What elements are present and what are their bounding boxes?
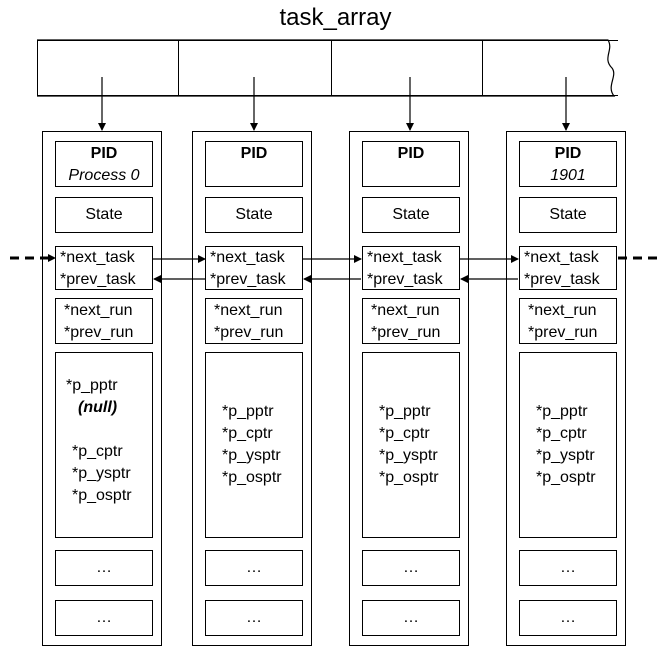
family-pointer: *p_ysptr [379,447,438,464]
ellipsis-box: … [519,550,617,586]
ellipsis-box: … [55,550,153,586]
ellipsis-box: … [362,550,460,586]
family-pointers-box: *p_pptr *p_cptr *p_ysptr *p_osptr [362,352,460,538]
pid-label: PID [240,145,268,162]
ellipsis-label: … [246,559,262,576]
family-pointer: *p_pptr [66,377,118,394]
family-pointer: *p_pptr [536,403,588,420]
ellipsis-label: … [246,609,262,626]
family-pointer: *p_osptr [72,487,132,504]
run-link-box: *next_run *prev_run [55,298,153,344]
run-link-box: *next_run *prev_run [205,298,303,344]
next-task-label: *next_task [524,249,599,266]
prev-task-label: *prev_task [60,271,136,288]
state-box: State [205,197,303,233]
family-pointer: *p_ysptr [536,447,595,464]
ellipsis-label: … [403,559,419,576]
state-label: State [85,206,123,223]
family-pointer: *p_cptr [379,425,430,442]
prev-task-label: *prev_task [524,271,600,288]
family-pointers-box: *p_pptr *p_cptr *p_ysptr *p_osptr [205,352,303,538]
family-pointer: *p_osptr [222,469,282,486]
task-array-cell [331,40,482,96]
family-pointer: *p_pptr [222,403,274,420]
ellipsis-box: … [519,600,617,636]
prev-run-label: *prev_run [214,324,284,341]
family-pointer: *p_cptr [72,443,123,460]
next-task-label: *next_task [60,249,135,266]
next-task-label: *next_task [210,249,285,266]
next-run-label: *next_run [371,302,440,319]
prev-run-label: *prev_run [371,324,441,341]
state-label: State [235,206,273,223]
state-box: State [55,197,153,233]
prev-task-label: *prev_task [210,271,286,288]
prev-run-label: *prev_run [528,324,598,341]
ellipsis-label: … [403,609,419,626]
state-label: State [392,206,430,223]
family-pointer: *p_ysptr [72,465,131,482]
ellipsis-label: … [560,609,576,626]
pid-label: PID [397,145,425,162]
pid-label: PID [90,145,118,162]
next-run-label: *next_run [214,302,283,319]
ellipsis-label: … [96,609,112,626]
pid-box: PID 1901 [519,141,617,187]
family-pointer: *p_ysptr [222,447,281,464]
prev-run-label: *prev_run [64,324,134,341]
state-label: State [549,206,587,223]
family-pointer: *p_pptr [379,403,431,420]
next-run-label: *next_run [528,302,597,319]
ellipsis-box: … [362,600,460,636]
family-pointer: *p_cptr [536,425,587,442]
null-value: (null) [78,399,118,416]
task-array-outline [37,39,616,97]
family-pointers-box: *p_pptr (null) *p_cptr *p_ysptr *p_osptr [55,352,153,538]
pid-value: Process 0 [68,167,140,184]
ellipsis-label: … [560,559,576,576]
pid-value: 1901 [550,167,586,184]
task-link-box: *next_task *prev_task [362,246,460,290]
state-box: State [362,197,460,233]
ellipsis-box: … [205,600,303,636]
task-link-box: *next_task *prev_task [55,246,153,290]
diagram-title: task_array [279,4,392,31]
pid-box: PID [362,141,460,187]
family-pointer: *p_cptr [222,425,273,442]
pid-label: PID [554,145,582,162]
task-link-box: *next_task *prev_task [519,246,617,290]
family-pointers-box: *p_pptr *p_cptr *p_ysptr *p_osptr [519,352,617,538]
next-run-label: *next_run [64,302,133,319]
run-link-box: *next_run *prev_run [519,298,617,344]
ellipsis-box: … [55,600,153,636]
next-task-label: *next_task [367,249,442,266]
pid-box: PID [205,141,303,187]
family-pointer: *p_osptr [379,469,439,486]
ellipsis-label: … [96,559,112,576]
prev-task-label: *prev_task [367,271,443,288]
pid-box: PID Process 0 [55,141,153,187]
run-link-box: *next_run *prev_run [362,298,460,344]
task-link-box: *next_task *prev_task [205,246,303,290]
state-box: State [519,197,617,233]
family-pointer: *p_osptr [536,469,596,486]
ellipsis-box: … [205,550,303,586]
task-array-cell [37,40,178,96]
